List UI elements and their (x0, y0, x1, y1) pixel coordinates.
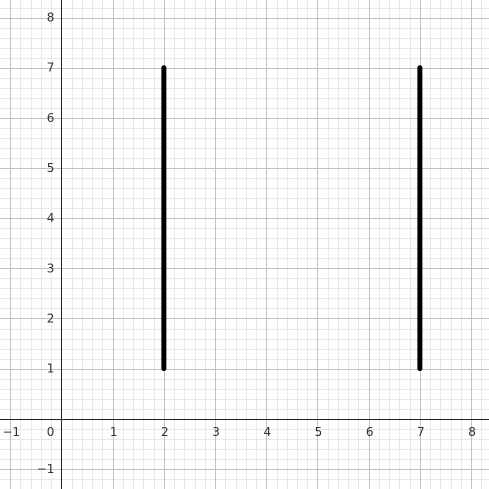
x-tick-label: 7 (417, 425, 425, 439)
x-tick-label: 4 (263, 425, 271, 439)
origin-label: 0 (47, 425, 55, 439)
y-tick-label: 2 (47, 311, 55, 325)
y-tick-label: −1 (37, 462, 55, 476)
x-tick-label: 1 (110, 425, 118, 439)
tick-labels: −1 1 2 3 4 5 6 7 8 −1 1 2 3 4 5 6 7 8 0 (2, 11, 476, 476)
x-tick-label: 2 (161, 425, 169, 439)
y-tick-label: 4 (47, 211, 55, 225)
y-tick-label: 7 (47, 61, 55, 75)
x-tick-label: 6 (366, 425, 374, 439)
y-tick-label: 3 (47, 261, 55, 275)
x-tick-label: −1 (2, 425, 20, 439)
x-tick-label: 5 (315, 425, 323, 439)
x-tick-label: 3 (212, 425, 220, 439)
y-tick-label: 1 (47, 362, 55, 376)
y-tick-label: 6 (47, 111, 55, 125)
y-tick-label: 8 (47, 11, 55, 25)
y-tick-label: 5 (47, 161, 55, 175)
series-layer (161, 65, 423, 372)
x-tick-label: 8 (468, 425, 476, 439)
